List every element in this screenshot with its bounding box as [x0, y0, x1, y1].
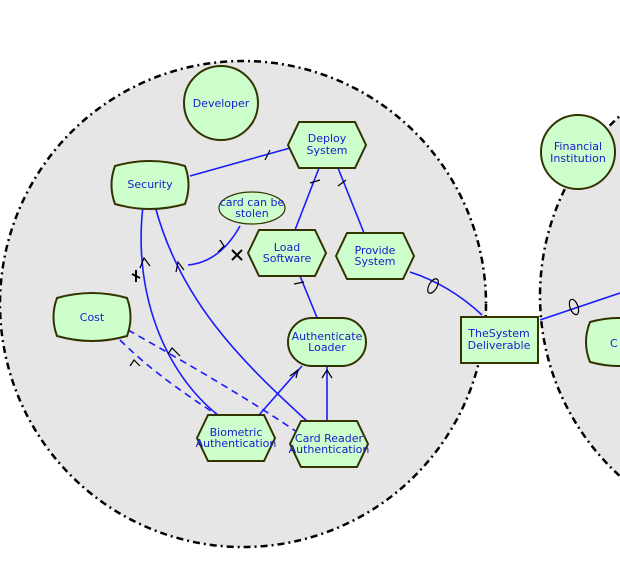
goal-load-label-1: Load — [274, 241, 300, 254]
link-deploy-provide — [337, 167, 365, 234]
goal-biometric-authentication[interactable]: Biometric Authentication — [196, 414, 277, 462]
financial-boundary — [538, 114, 620, 478]
softgoal-cost-label: Cost — [80, 311, 105, 324]
link-cardreader-security — [154, 205, 309, 423]
goal-provide-system[interactable]: Provide System — [334, 232, 416, 280]
goal-load-label-2: Software — [263, 252, 312, 265]
task-authloader-label-1: Authenticate — [292, 330, 363, 343]
link-deliverable-right — [539, 292, 620, 321]
goal-provide-label-2: System — [354, 255, 395, 268]
contrib-mark-1 — [139, 256, 151, 269]
contrib-mark-3 — [217, 239, 225, 253]
actor-financial-label-2: Institution — [550, 152, 606, 165]
goal-deploy-label-2: System — [306, 144, 347, 157]
goal-deploy-system[interactable]: Deploy System — [286, 121, 368, 169]
goal-biometric-label-2: Authentication — [196, 437, 277, 450]
decomp-mark-4 — [293, 281, 305, 285]
belief-label-2: stolen — [235, 207, 269, 220]
break-mark-1 — [131, 270, 141, 282]
softgoal-security[interactable]: Security — [110, 160, 190, 210]
resource-label-2: Deliverable — [468, 339, 531, 352]
goal-provide-label-1: Provide — [355, 244, 396, 257]
goal-card-reader-authentication[interactable]: Card Reader Authentication — [289, 420, 370, 468]
actor-financial-institution[interactable]: Financial Institution — [540, 114, 616, 190]
decomp-mark-1 — [264, 149, 271, 161]
link-belief-security — [187, 225, 241, 266]
contrib-mark-2 — [175, 260, 185, 273]
contrib-mark-7 — [321, 368, 333, 379]
contrib-mark-6 — [289, 368, 299, 379]
actor-developer-label: Developer — [193, 97, 250, 110]
contrib-mark-5 — [129, 359, 141, 367]
task-authenticate-loader[interactable]: Authenticate Loader — [287, 317, 367, 367]
link-security-deploy — [189, 147, 291, 177]
goal-cardreader-label-1: Card Reader — [295, 432, 364, 445]
softgoal-security-label: Security — [127, 178, 173, 191]
actor-financial-label-1: Financial — [554, 140, 602, 153]
softgoal-right-partial[interactable]: C — [585, 317, 620, 367]
link-load-authloader — [299, 275, 319, 321]
softgoal-right-label: C — [610, 337, 618, 350]
link-biometric-authloader — [258, 365, 303, 416]
break-mark-2 — [231, 249, 243, 261]
link-provide-deliverable — [409, 271, 483, 316]
decomp-mark-3 — [337, 179, 347, 187]
dependency-mark-right — [568, 298, 580, 316]
resource-system-deliverable[interactable]: TheSystem Deliverable — [460, 316, 539, 364]
belief-label-1: card can be — [220, 196, 285, 209]
decomp-mark-2 — [309, 179, 321, 184]
contrib-mark-4 — [167, 347, 181, 357]
link-biometric-security — [140, 205, 223, 419]
softgoal-cost[interactable]: Cost — [52, 292, 132, 342]
link-cardreader-cost — [127, 329, 301, 435]
goal-deploy-label-1: Deploy — [308, 132, 347, 145]
goal-biometric-label-1: Biometric — [210, 426, 263, 439]
belief-card-stolen[interactable]: card can be stolen — [218, 191, 286, 225]
dependency-mark-left — [427, 278, 439, 294]
goal-load-software[interactable]: Load Software — [246, 229, 328, 277]
link-marks — [129, 149, 580, 379]
task-authloader-label-2: Loader — [308, 341, 346, 354]
goal-cardreader-label-2: Authentication — [289, 443, 370, 456]
link-deploy-load — [294, 167, 320, 231]
actor-developer[interactable]: Developer — [183, 65, 259, 141]
resource-label-1: TheSystem — [467, 327, 529, 340]
